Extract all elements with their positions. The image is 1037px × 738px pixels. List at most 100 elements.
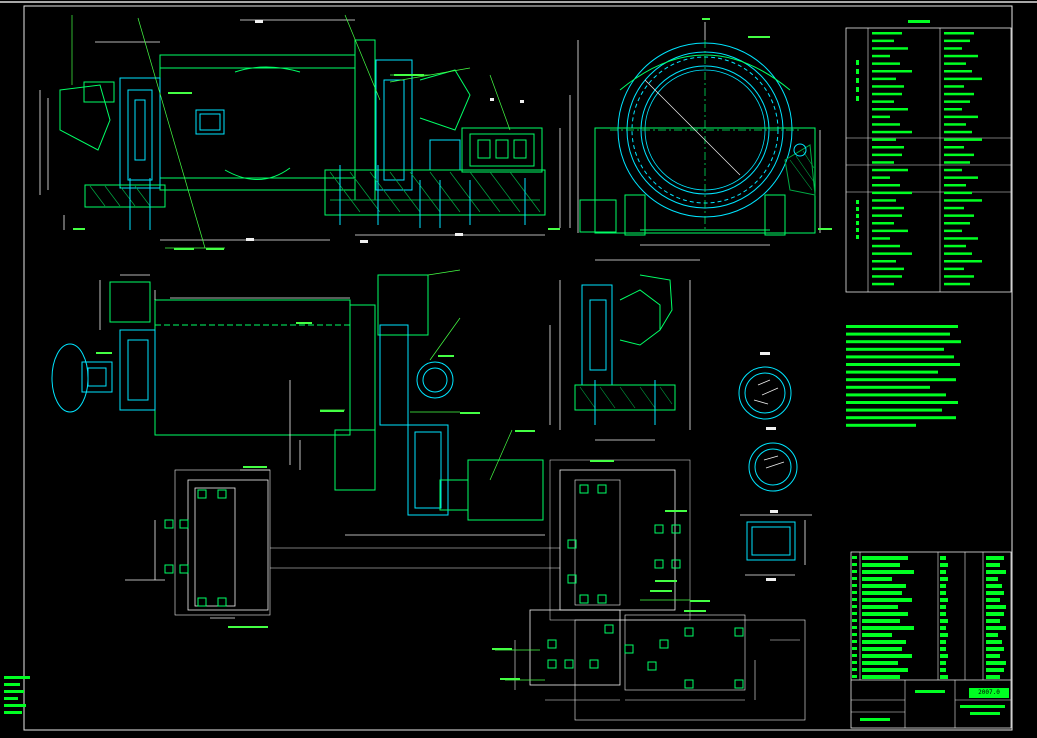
spec-table-cell: [872, 153, 902, 157]
spec-table-cell: [856, 221, 859, 225]
parts-list-cell: [940, 591, 946, 595]
spec-table-cell: [944, 260, 982, 263]
parts-list-cell: [986, 612, 1004, 616]
parts-list-cell: [852, 640, 857, 643]
parts-list-cell: [862, 591, 902, 595]
parts-list-cell: [862, 654, 912, 658]
foundation-plan-bottom: [492, 599, 806, 721]
parts-list-cell: [986, 605, 1006, 609]
spec-table-cell: [872, 206, 904, 210]
parts-list-cell: [940, 556, 946, 560]
parts-list-cell: [986, 661, 1006, 665]
parts-list-cell: [862, 612, 908, 616]
spec-table-cell: [872, 146, 904, 149]
spec-table-cell: [944, 282, 970, 286]
parts-list-cell: [986, 584, 1002, 588]
spec-table-cell: [872, 123, 900, 126]
spec-table-cell: [872, 260, 896, 263]
spec-table-cell: [856, 207, 859, 211]
parts-list-cell: [862, 556, 908, 560]
spec-table-cell: [944, 237, 978, 240]
spec-table-cell: [944, 62, 966, 65]
spec-table-cell: [944, 130, 972, 134]
spec-table-cell: [944, 70, 972, 73]
parts-list-cell: [852, 661, 857, 664]
spec-table-cell: [872, 282, 894, 286]
spec-table-cell: [872, 138, 896, 141]
spec-table-cell: [872, 47, 908, 50]
spec-table-cell: [872, 237, 890, 240]
note-line: [846, 325, 958, 328]
spec-table-cell: [944, 47, 962, 50]
spec-table-cell: [872, 161, 894, 164]
spec-table-cell: [872, 168, 908, 172]
spec-table-cell: [856, 69, 859, 74]
spec-table-cell: [856, 228, 859, 232]
note-line: [846, 401, 958, 404]
parts-list-cell: [852, 619, 857, 622]
spec-table: [845, 20, 1012, 293]
parts-list-cell: [940, 654, 948, 658]
spec-table-cell: [872, 85, 904, 88]
parts-list-cell: [862, 668, 908, 672]
spec-table-cell: [872, 275, 902, 278]
spec-table-cell: [872, 176, 890, 179]
parts-list-cell: [940, 661, 946, 665]
parts-list-cell: [940, 647, 946, 651]
spec-table-cell: [872, 100, 894, 103]
note-line: [846, 370, 938, 374]
parts-list-cell: [862, 563, 900, 567]
spec-table-cell: [944, 161, 970, 164]
spec-table-cell: [944, 275, 974, 278]
spec-table-cell: [856, 87, 859, 92]
plan-view: [51, 269, 545, 536]
spec-table-cell: [944, 108, 962, 111]
spec-table-cell: [944, 184, 966, 187]
drawing-number-label: 2007.0: [969, 688, 1009, 698]
note-line: [846, 408, 942, 412]
spec-table-cell: [944, 146, 964, 149]
parts-list-cell: [862, 661, 898, 665]
parts-list-cell: [986, 563, 1000, 567]
parts-list-cell: [852, 563, 857, 566]
parts-list-cell: [986, 556, 1004, 560]
note-line: [846, 385, 930, 389]
note-line: [846, 332, 950, 336]
parts-list-cell: [986, 598, 1000, 602]
note-line: [846, 378, 956, 382]
parts-list-cell: [852, 577, 857, 580]
parts-list-cell: [940, 619, 948, 623]
note-line: [846, 416, 956, 420]
spec-table-cell: [872, 77, 896, 81]
parts-list-cell: [852, 612, 857, 615]
parts-list-cell: [852, 633, 857, 636]
parts-list-cell: [862, 640, 906, 644]
spec-table-cell: [872, 229, 908, 233]
end-view: [577, 18, 832, 246]
spec-table-cell: [944, 191, 972, 195]
spec-table-cell: [944, 77, 982, 81]
parts-list-cell: [940, 570, 946, 574]
spec-table-cell: [944, 206, 964, 210]
spec-table-cell: [872, 62, 900, 65]
parts-list-cell: [986, 626, 1006, 630]
spec-table-cell: [856, 96, 859, 101]
spec-table-cell: [872, 108, 908, 111]
note-line: [846, 363, 960, 366]
technical-notes: [846, 325, 961, 427]
parts-list-cell: [862, 647, 902, 651]
front-elevation-view: [39, 14, 571, 250]
spec-table-cell: [944, 176, 978, 179]
spec-table-cell: [944, 54, 978, 58]
parts-list-cell: [940, 612, 946, 616]
foundation-plan-left: [125, 466, 271, 628]
parts-list-cell: [940, 640, 946, 644]
spec-table-cell: [944, 85, 964, 88]
parts-list-cell: [986, 591, 1004, 595]
spec-table-cell: [944, 123, 966, 126]
parts-list-cell: [986, 619, 1000, 623]
foundation-plan-right: [270, 459, 691, 621]
parts-list-table: [850, 551, 1012, 729]
spec-table-cell: [944, 168, 962, 172]
parts-list-cell: [986, 654, 1000, 658]
